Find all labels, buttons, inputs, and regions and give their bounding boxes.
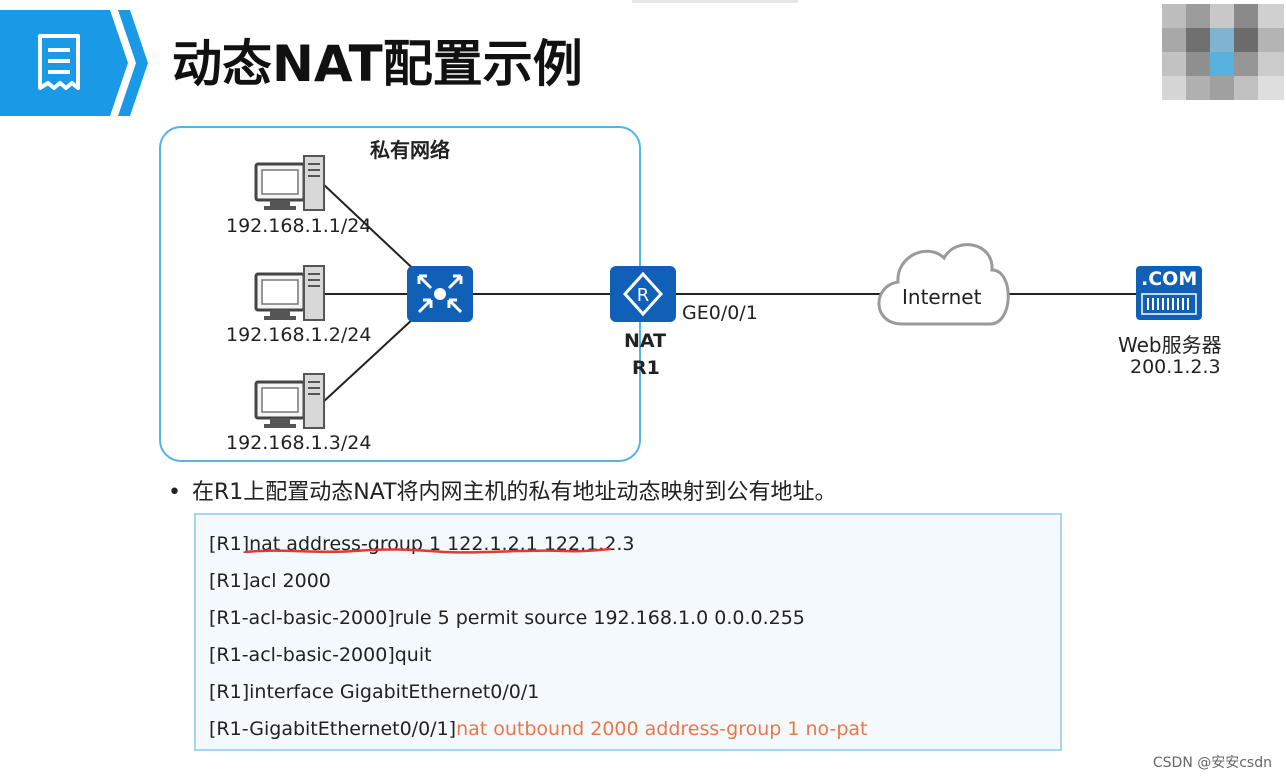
host3-ip-label: 192.168.1.3/24 [226,432,372,454]
code-line: [R1]acl 2000 [209,570,331,592]
svg-text:R: R [637,285,650,306]
router-label-nat: NAT [624,330,667,352]
private-network-label: 私有网络 [370,138,450,162]
code-command: acl 2000 [249,570,331,592]
red-underline-annotation [244,547,612,554]
switch-icon [407,266,473,322]
code-line: [R1]interface GigabitEthernet0/0/1 [209,681,539,703]
server-badge: .COM [1141,268,1198,290]
code-line: [R1-acl-basic-2000]quit [209,644,432,666]
code-command: quit [394,644,432,666]
internet-cloud-icon [877,243,1010,326]
bullet-dot-icon: • [168,480,181,505]
internet-label: Internet [902,285,982,309]
code-prompt: [R1-acl-basic-2000] [209,644,395,666]
code-command: interface GigabitEthernet0/0/1 [249,681,540,703]
code-command-highlighted: nat outbound 2000 address-group 1 no-pat [456,718,868,740]
server-ip-label: 200.1.2.3 [1130,356,1221,378]
watermark: CSDN @安安csdn [1152,755,1272,771]
code-prompt: [R1] [209,570,250,592]
code-command: rule 5 permit source 192.168.1.0 0.0.0.2… [394,607,805,629]
code-prompt: [R1] [209,533,250,555]
code-line: [R1-acl-basic-2000]rule 5 permit source … [209,607,805,629]
interface-label: GE0/0/1 [682,302,758,324]
server-name-label: Web服务器 [1118,333,1222,357]
top-edge-bar [632,0,798,3]
pc-icon [254,155,325,211]
router-label-r1: R1 [632,357,660,379]
router-icon: R [610,266,676,322]
blurred-logo [1162,4,1284,100]
host2-ip-label: 192.168.1.2/24 [226,324,372,346]
host1-ip-label: 192.168.1.1/24 [226,215,372,237]
bullet-point: • 在R1上配置动态NAT将内网主机的私有地址动态映射到公有地址。 [168,474,837,506]
code-prompt: [R1-acl-basic-2000] [209,607,395,629]
code-prompt: [R1] [209,681,250,703]
code-line: [R1-GigabitEthernet0/0/1]nat outbound 20… [209,718,868,740]
page-title: 动态NAT配置示例 [172,35,583,93]
bullet-text: 在R1上配置动态NAT将内网主机的私有地址动态映射到公有地址。 [192,480,837,505]
document-icon [38,34,80,90]
pc-icon [254,265,325,321]
server-icon [1136,266,1202,320]
header-badge [0,10,148,116]
pc-icon [254,373,325,429]
code-prompt: [R1-GigabitEthernet0/0/1] [209,718,457,740]
